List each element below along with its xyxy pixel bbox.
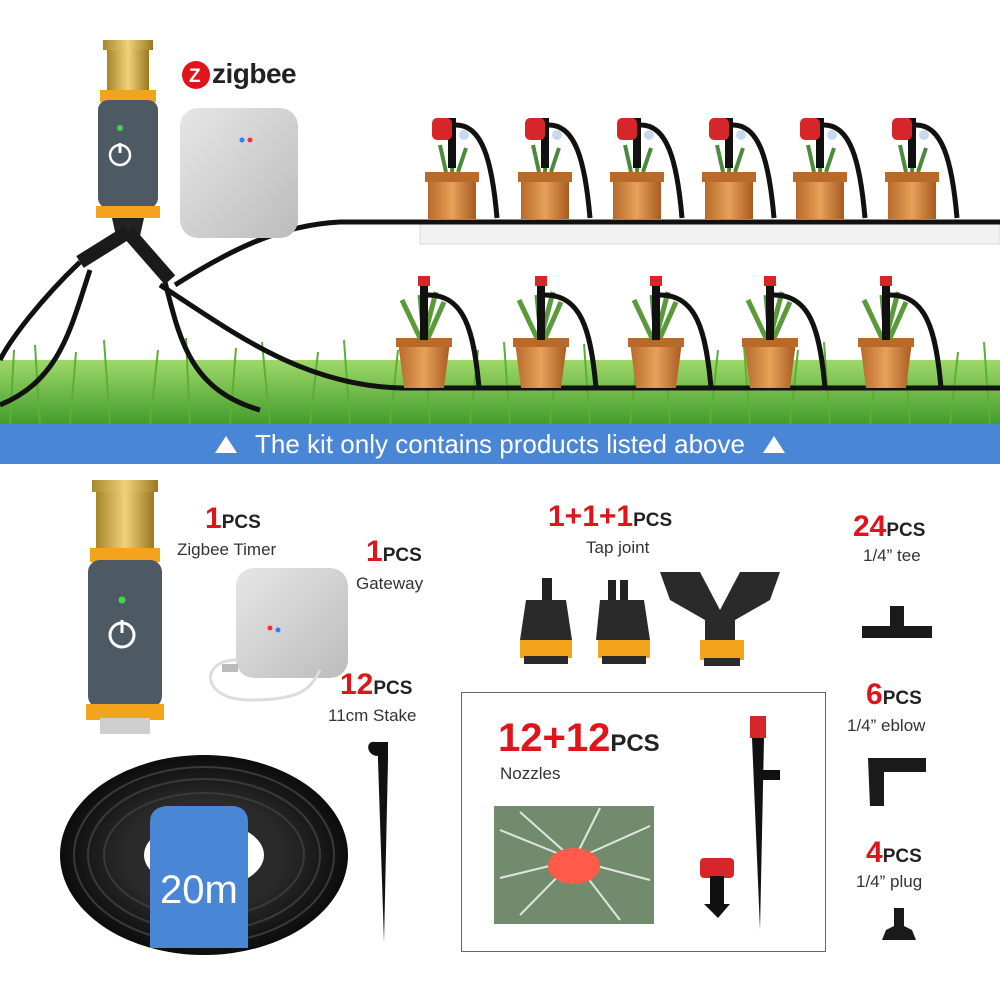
- tap-joint-qty: 1+1+1PCS: [548, 500, 673, 533]
- stake-qty: 12PCS: [340, 668, 413, 701]
- elbow-label: 1/4” eblow: [847, 716, 926, 735]
- timer-qty: 1PCS: [205, 502, 261, 535]
- zigbee-brand: zigbee: [212, 58, 297, 89]
- kit-banner: The kit only contains products listed ab…: [0, 424, 1000, 464]
- usb-cable: [209, 658, 322, 702]
- nozzle-head: [700, 858, 734, 918]
- plug-fitting: [882, 908, 916, 940]
- tap-joint-label: Tap joint: [586, 538, 650, 557]
- gateway-label: Gateway: [356, 574, 424, 593]
- nozzle-spray-photo: [494, 806, 654, 924]
- gateway-qty: 1PCS: [366, 535, 422, 568]
- shelf: [419, 221, 1000, 245]
- tee-qty: 24PCS: [853, 510, 926, 543]
- top-gateway: [180, 108, 298, 238]
- grass: [0, 360, 1000, 426]
- nozzles-qty: 12+12PCS: [498, 716, 660, 760]
- elbow-qty: 6PCS: [866, 678, 922, 711]
- timer-product: [86, 480, 164, 734]
- bottom-plants: [396, 276, 944, 389]
- tap-joint-3: [660, 572, 780, 666]
- stake-label: 11cm Stake: [328, 706, 417, 725]
- hose-length: 20m: [160, 868, 238, 912]
- hose-coil: [60, 755, 348, 955]
- svg-text:Z: Z: [189, 66, 201, 87]
- timer-label: Zigbee Timer: [177, 540, 277, 559]
- lower-hose: [158, 282, 1000, 391]
- nozzle-stake: [750, 716, 780, 930]
- tap-joint-2: [596, 580, 650, 664]
- plug-qty: 4PCS: [866, 836, 922, 869]
- zigbee-logo-icon: [182, 61, 210, 89]
- tee-label: 1/4” tee: [863, 546, 921, 565]
- banner-triangle-icon: [215, 435, 238, 453]
- top-plants: [425, 118, 960, 219]
- banner-text: The kit only contains products listed ab…: [255, 429, 745, 459]
- elbow-fitting: [868, 758, 926, 806]
- tee-fitting: [862, 606, 932, 638]
- left-hose: [0, 260, 82, 362]
- banner-triangle-icon: [762, 435, 785, 453]
- top-hose: [173, 219, 1000, 288]
- nozzles-box: [461, 692, 826, 952]
- tap-joint-1: [520, 578, 572, 664]
- gateway-product: [236, 568, 348, 678]
- plug-label: 1/4” plug: [856, 872, 923, 891]
- top-timer: [76, 40, 176, 285]
- nozzles-label: Nozzles: [500, 764, 561, 783]
- stake: [368, 741, 388, 942]
